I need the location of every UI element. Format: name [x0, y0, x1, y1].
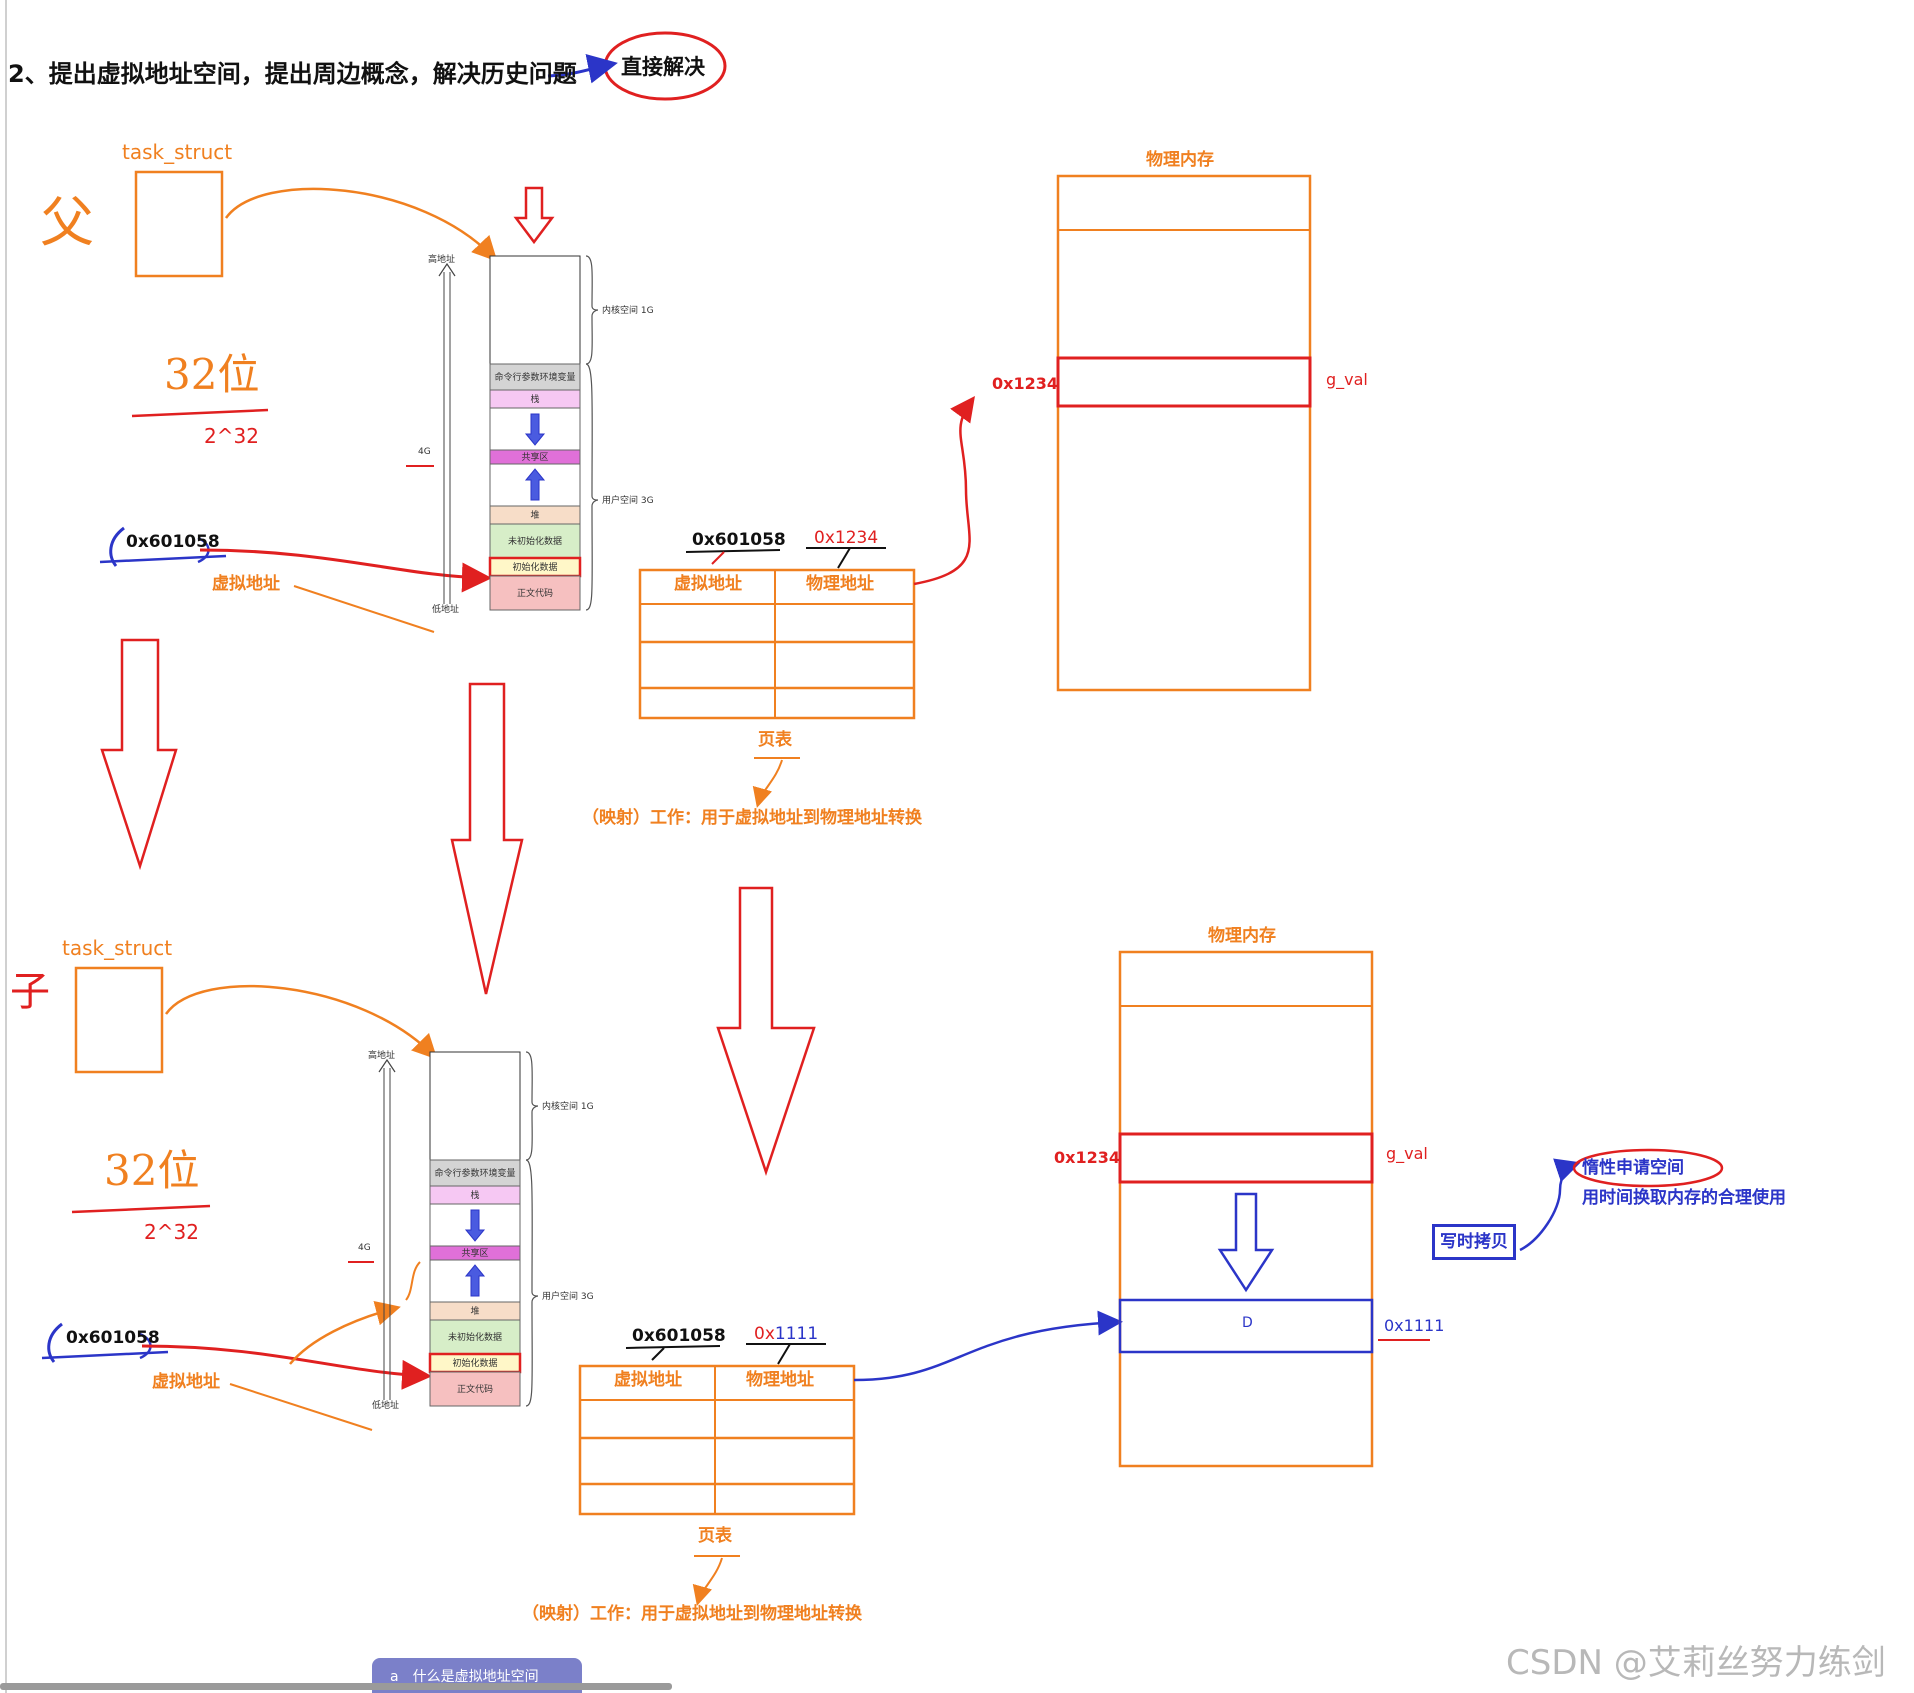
axis-arrow-icon: [378, 1058, 396, 1073]
segment-data-label: 初始化数据: [452, 1357, 497, 1369]
horizontal-scrollbar[interactable]: [0, 1683, 672, 1690]
user-brace: [585, 363, 599, 611]
vaddr-bracket-left: [47, 1322, 63, 1363]
task-struct-box: [134, 170, 224, 278]
segment-args: [489, 363, 581, 391]
heap-pointer-arrow: [289, 1300, 401, 1365]
high-address-label: 高地址: [368, 1049, 395, 1061]
kernel-region: [489, 255, 581, 365]
segment-stack-label: 栈: [470, 1189, 479, 1201]
bits-underline: [131, 408, 269, 418]
segment-heap-label: 堆: [530, 510, 539, 521]
down-arrow-left: [100, 638, 178, 871]
segment-text-label: 正文代码: [457, 1383, 493, 1395]
segment-bss: [429, 1319, 521, 1355]
segment-shared-label: 共享区: [461, 1247, 488, 1259]
segment-args: [429, 1159, 521, 1187]
heap-brace: [405, 1261, 421, 1301]
down-arrow-small: [513, 186, 555, 245]
segment-text-label: 正文代码: [517, 587, 553, 599]
page-table: [638, 547, 916, 808]
task-pointer-arrow: [164, 984, 438, 1060]
segment-args-label: 命令行参数环境变量: [494, 371, 575, 383]
down-arrow-middle: [450, 682, 524, 995]
page-table: [578, 1343, 856, 1606]
stack-grow-down-icon: [464, 1209, 486, 1242]
segment-text: [489, 575, 581, 611]
physical-memory: [1056, 174, 1312, 692]
user-space-label: 用户空间 3G: [602, 494, 654, 506]
down-arrow-right: [716, 886, 816, 1176]
copied-cell: [1118, 1298, 1374, 1354]
segment-stack-label: 栈: [530, 393, 539, 405]
vaddr-caption-line: [293, 585, 435, 633]
kernel-space-label: 内核空间 1G: [542, 1100, 594, 1112]
user-brace: [525, 1159, 539, 1407]
copy-down-arrow: [1217, 1192, 1275, 1293]
segment-text: [429, 1371, 521, 1407]
task-pointer-arrow: [224, 187, 498, 262]
kernel-region: [429, 1051, 521, 1161]
segment-shared-label: 共享区: [521, 451, 548, 463]
segment-bss-label: 未初始化数据: [508, 535, 562, 547]
segment-args-label: 命令行参数环境变量: [434, 1167, 515, 1179]
segment-data-label: 初始化数据: [512, 561, 557, 573]
axis-arrow-icon: [438, 262, 456, 277]
kernel-brace: [525, 1051, 539, 1161]
bits-underline: [71, 1204, 211, 1214]
heap-grow-up-icon: [464, 1264, 486, 1297]
low-address-label: 低地址: [432, 603, 459, 615]
heading-arrow: [547, 54, 618, 84]
segment-heap-label: 堆: [470, 1306, 479, 1317]
size-label: 4G: [418, 447, 431, 457]
vaddr-map-arrow: [199, 548, 492, 593]
lazy-circle: [1572, 1148, 1724, 1188]
g-val-cell: [1118, 1132, 1374, 1184]
vaddr-map-arrow: [141, 1344, 432, 1390]
size-label: 4G: [358, 1243, 371, 1253]
g-val-cell: [1056, 356, 1312, 408]
high-address-label: 高地址: [428, 253, 455, 265]
stack-grow-down-icon: [524, 413, 546, 446]
physical-map-arrow: [913, 395, 975, 586]
kernel-space-label: 内核空间 1G: [602, 304, 654, 316]
task-struct-box: [74, 966, 164, 1074]
user-space-label: 用户空间 3G: [542, 1290, 594, 1302]
segment-bss-label: 未初始化数据: [448, 1331, 502, 1343]
physical-map-arrow: [853, 1310, 1123, 1382]
cow-arrow: [1519, 1158, 1581, 1252]
vaddr-caption-line: [229, 1383, 373, 1431]
heap-grow-up-icon: [524, 468, 546, 501]
kernel-brace: [585, 255, 599, 365]
segment-bss: [489, 523, 581, 559]
circle-mark: [603, 31, 727, 101]
low-address-label: 低地址: [372, 1399, 399, 1411]
physical-memory: [1118, 950, 1430, 1468]
vaddr-bracket-left: [109, 526, 125, 567]
